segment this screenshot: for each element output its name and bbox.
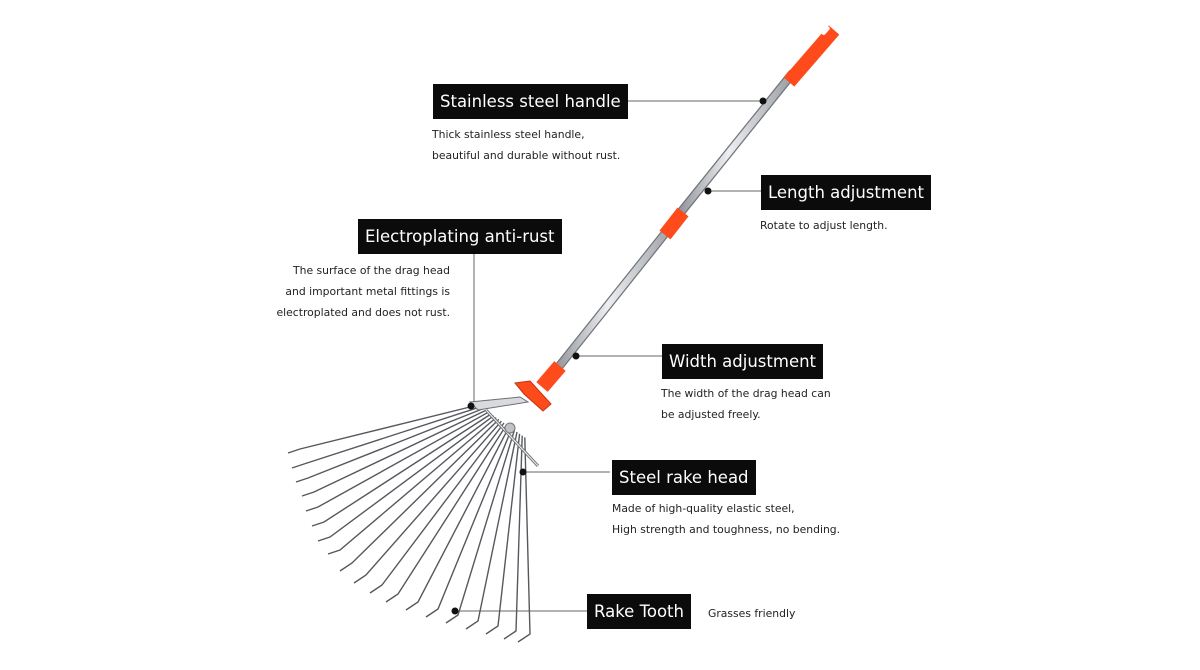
rake-tine (305, 411, 489, 512)
rake-tine (291, 406, 481, 469)
rake-tines (287, 404, 531, 643)
rake-tine (405, 426, 510, 611)
grip-top (783, 25, 840, 87)
rake-bracket (514, 380, 552, 412)
rake-head-assembly (468, 380, 552, 468)
desc-steel-rake-head: Made of high-quality elastic steel, High… (612, 502, 841, 536)
dot-rake-tooth (451, 607, 459, 615)
label-steel-rake-head: Steel rake head (612, 460, 756, 495)
leader-dots (451, 97, 767, 615)
rake-tine (517, 437, 531, 643)
rake-crossbar (468, 396, 530, 411)
dot-electroplating (467, 402, 475, 410)
desc-width-adjustment: The width of the drag head can be adjust… (661, 387, 831, 421)
rake-tine (445, 429, 516, 624)
dot-length (704, 187, 712, 195)
rake-tine (295, 407, 484, 483)
rake-tine (301, 409, 487, 497)
leader-lines (455, 100, 763, 612)
desc-rake-tooth: Grasses friendly (708, 607, 796, 620)
rake-tine (287, 404, 479, 454)
rake-tine (385, 424, 508, 603)
rake-tine (353, 420, 502, 584)
rake-pole (536, 25, 840, 392)
rake-tine (327, 417, 497, 555)
rake-tine (465, 431, 518, 630)
rake-tine (339, 418, 500, 572)
desc-length-adjustment: Rotate to adjust length. (760, 219, 888, 232)
dot-handle (759, 97, 767, 105)
dot-rake-head (519, 468, 527, 476)
rake-tine (485, 433, 521, 635)
rake-tine (311, 413, 492, 527)
desc-stainless-steel-handle: Thick stainless steel handle, beautiful … (432, 128, 621, 162)
rake-tine (425, 428, 513, 618)
rake-pivot (504, 422, 516, 434)
dot-width (572, 352, 580, 360)
rake-tine (317, 415, 495, 542)
grip-bottom (536, 361, 566, 392)
rake-tine (369, 422, 505, 594)
rake-tine (503, 435, 523, 640)
grip-middle (659, 207, 689, 240)
label-width-adjustment: Width adjustment (662, 344, 824, 379)
desc-electroplating-anti-rust: The surface of the drag head and importa… (276, 264, 450, 319)
label-rake-tooth: Rake Tooth (587, 594, 691, 629)
label-electroplating-anti-rust: Electroplating anti-rust (358, 219, 562, 254)
label-stainless-steel-handle: Stainless steel handle (433, 84, 628, 119)
hang-hole (820, 25, 830, 35)
label-length-adjustment: Length adjustment (761, 175, 932, 210)
